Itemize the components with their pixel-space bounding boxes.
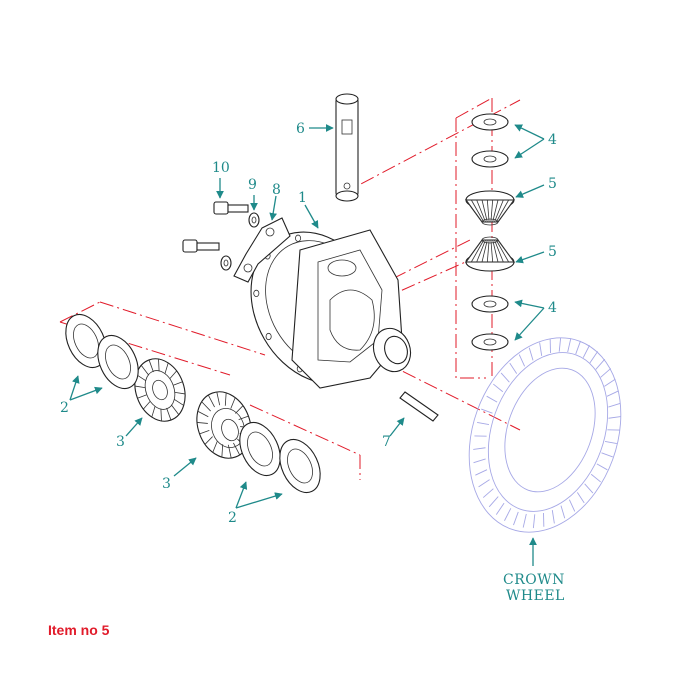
callout-3-upper: 3 (116, 434, 125, 450)
callout-7: 7 (382, 434, 391, 450)
pinion-washer-2 (471, 150, 509, 168)
callout-5-lower: 5 (548, 244, 557, 260)
differential-case (250, 229, 412, 389)
leader-lines (69, 124, 545, 566)
washer-upper (248, 212, 260, 228)
pinion-gear-lower (464, 236, 516, 272)
callout-5-upper: 5 (548, 176, 557, 192)
callout-10: 10 (212, 160, 230, 176)
callout-8: 8 (272, 182, 281, 198)
callout-3-lower: 3 (162, 476, 171, 492)
callout-1: 1 (298, 190, 307, 206)
item-caption: Item no 5 (48, 622, 110, 638)
bolt-upper (213, 201, 249, 215)
crown-wheel-label-line2: WHEEL (506, 588, 565, 604)
callout-9: 9 (248, 177, 257, 193)
locking-pin (399, 391, 439, 422)
thrust-washer-left-2 (97, 334, 139, 390)
washer-lower (220, 255, 232, 271)
callout-6: 6 (296, 121, 305, 137)
pinion-washer-4 (471, 333, 509, 351)
thrust-washer-right-2 (279, 438, 321, 494)
callout-2-left: 2 (60, 400, 69, 416)
callout-4-upper: 4 (548, 132, 557, 148)
pinion-washer-1 (471, 113, 509, 131)
pinion-washer-3 (471, 295, 509, 313)
bolt-lower (182, 239, 220, 253)
callout-4-lower: 4 (548, 300, 557, 316)
thrust-washer-left-1 (65, 313, 107, 369)
callout-2-right: 2 (228, 510, 237, 526)
thrust-washer-right-1 (239, 421, 281, 477)
crown-wheel-gear (468, 337, 622, 533)
cross-pin (335, 93, 359, 202)
pinion-gear-upper (464, 190, 516, 226)
crown-wheel-label-line1: CROWN (503, 572, 565, 588)
lock-tab-plate (233, 217, 291, 283)
